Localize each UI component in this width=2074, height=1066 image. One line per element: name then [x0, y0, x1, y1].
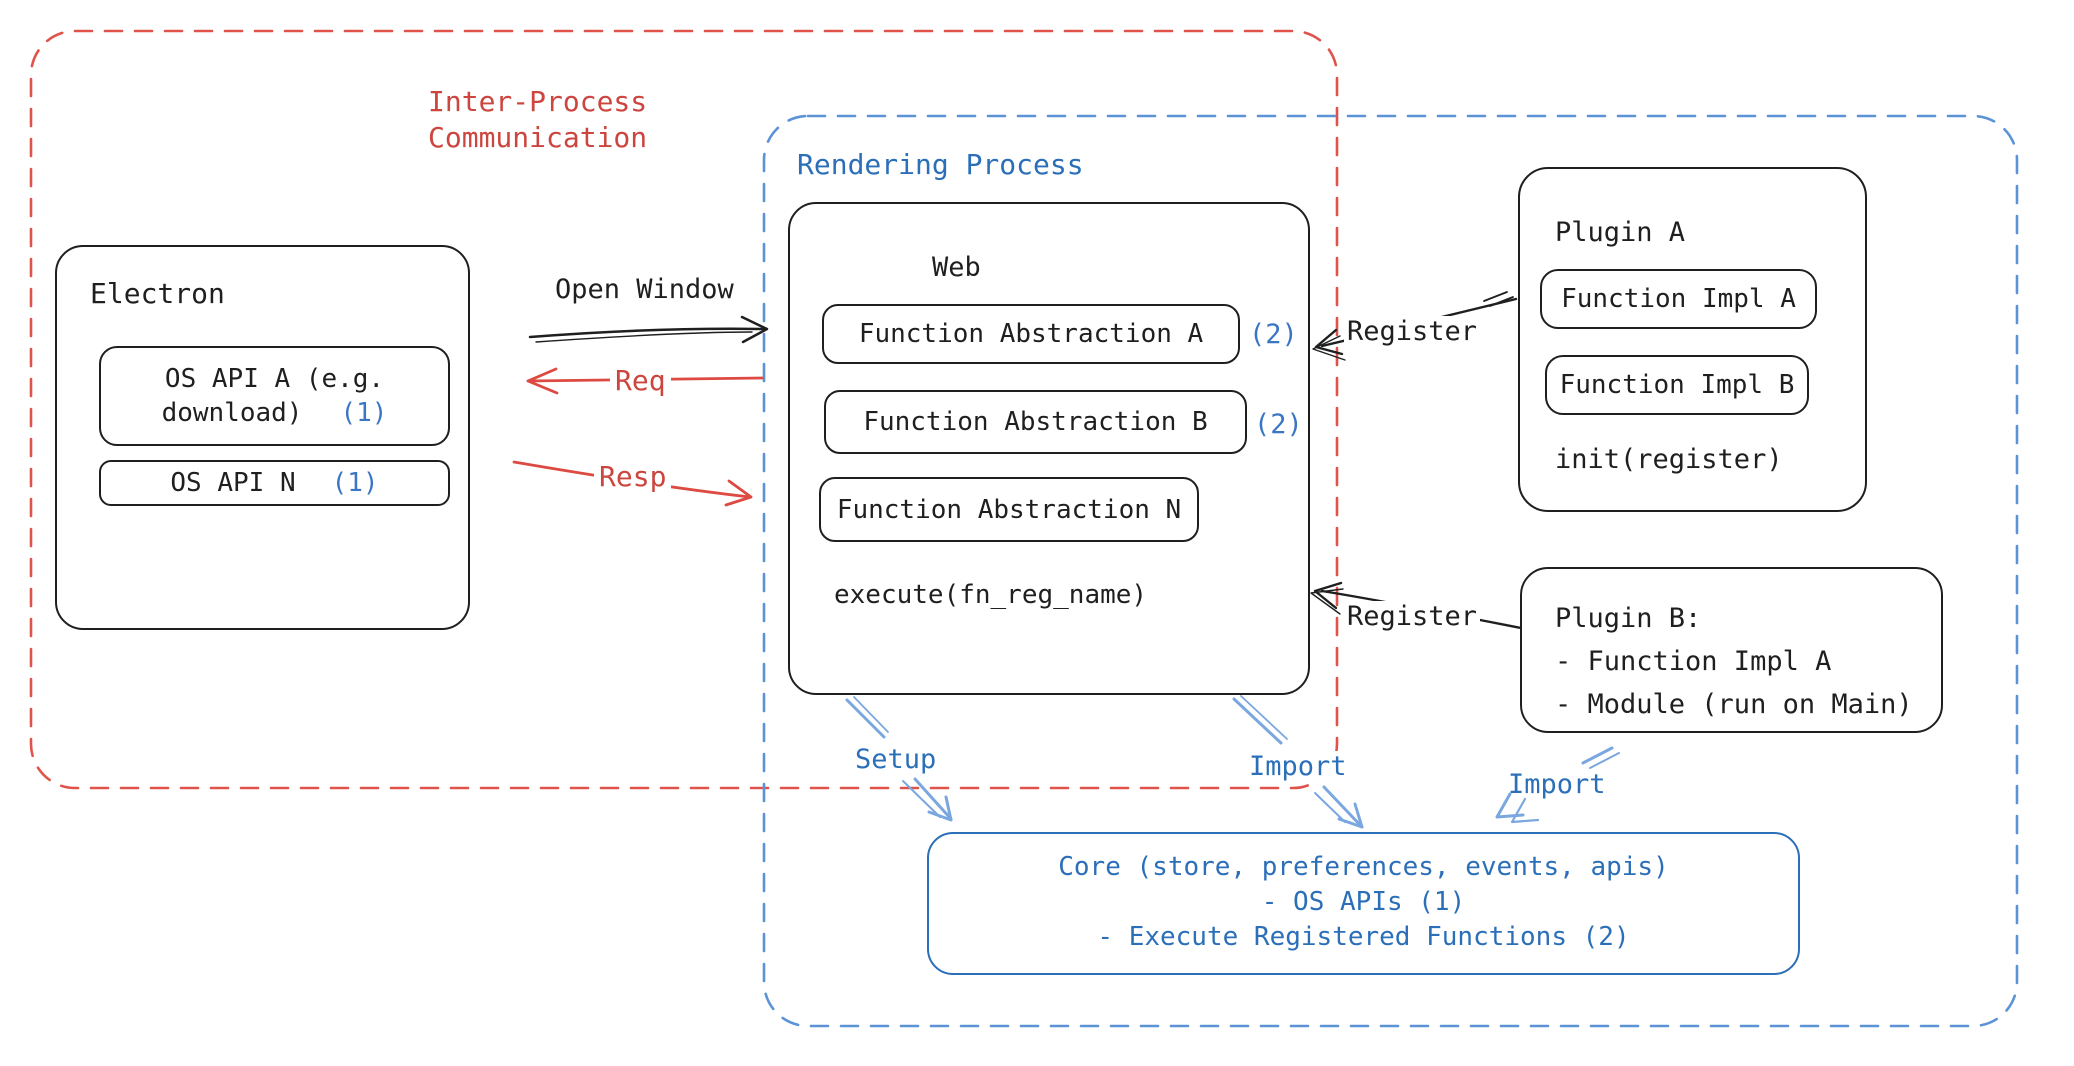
ipc-group-label: Inter-Process Communication [428, 84, 647, 156]
function-impl-b-label: Function Impl B [1559, 370, 1795, 400]
import-web-label: Import [1246, 751, 1350, 782]
plugin-a-title: Plugin A [1555, 217, 1686, 248]
execute-label: execute(fn_reg_name) [834, 580, 1148, 610]
function-abstraction-b-pill: Function Abstraction B [824, 390, 1247, 454]
init-register-label: init(register) [1555, 444, 1783, 475]
register-top-label: Register [1344, 316, 1481, 347]
register-bottom-label: Register [1344, 601, 1481, 632]
req-label: Req [610, 364, 671, 397]
function-abstraction-a-pill: Function Abstraction A [822, 304, 1240, 364]
core-line-1: Core (store, preferences, events, apis) [1058, 852, 1669, 882]
plugin-b-box: Plugin B: - Function Impl A - Module (ru… [1520, 567, 1943, 733]
electron-title: Electron [90, 277, 225, 310]
import-plugin-arrow [1495, 746, 1620, 824]
core-line-2: - OS APIs (1) [1261, 887, 1466, 917]
open-window-label: Open Window [555, 274, 734, 305]
function-abstraction-a-badge: (2) [1249, 319, 1298, 350]
ipc-group-label-line1: Inter-Process [428, 85, 648, 118]
setup-arrow [845, 696, 953, 822]
core-line-3: - Execute Registered Functions (2) [1097, 922, 1630, 952]
import-plugin-label: Import [1508, 769, 1606, 800]
web-title: Web [932, 252, 981, 283]
plugin-b-title: Plugin B: [1555, 603, 1702, 634]
function-abstraction-n-label: Function Abstraction N [836, 494, 1182, 525]
plugin-b-item-1: - Function Impl A [1555, 646, 1832, 677]
function-impl-a-pill: Function Impl A [1540, 269, 1817, 329]
function-abstraction-b-label: Function Abstraction B [863, 407, 1208, 437]
open-window-arrow [528, 315, 769, 344]
os-api-a-line2: download) [161, 398, 303, 428]
web-box: Web Function Abstraction A (2) Function … [788, 202, 1310, 695]
os-api-a-badge: (1) [340, 398, 388, 428]
function-abstraction-n-pill: Function Abstraction N [819, 477, 1199, 542]
core-box: Core (store, preferences, events, apis) … [927, 832, 1800, 975]
ipc-group-label-line2: Communication [428, 121, 648, 154]
function-abstraction-a-label: Function Abstraction A [858, 319, 1204, 349]
function-impl-a-label: Function Impl A [1561, 284, 1796, 314]
plugin-a-box: Plugin A Function Impl A Function Impl B… [1518, 167, 1867, 512]
rendering-dashed-border [762, 114, 2019, 1028]
ipc-dashed-border [29, 29, 1339, 790]
rendering-group-label: Rendering Process [797, 148, 1084, 181]
import-web-arrow [1232, 695, 1364, 829]
setup-label: Setup [855, 744, 937, 775]
os-api-n-pill: OS API N (1) [99, 460, 450, 506]
function-impl-b-pill: Function Impl B [1545, 355, 1809, 415]
os-api-a-line1: OS API A (e.g. [164, 364, 385, 394]
electron-box: Electron OS API A (e.g. download) (1) OS… [55, 245, 470, 630]
os-api-n-badge: (1) [331, 468, 379, 498]
os-api-a-pill: OS API A (e.g. download) (1) [99, 346, 450, 446]
resp-label: Resp [594, 460, 672, 493]
function-abstraction-b-badge: (2) [1254, 409, 1303, 440]
plugin-b-item-2: - Module (run on Main) [1555, 689, 1913, 720]
os-api-n-label: OS API N [170, 468, 296, 498]
